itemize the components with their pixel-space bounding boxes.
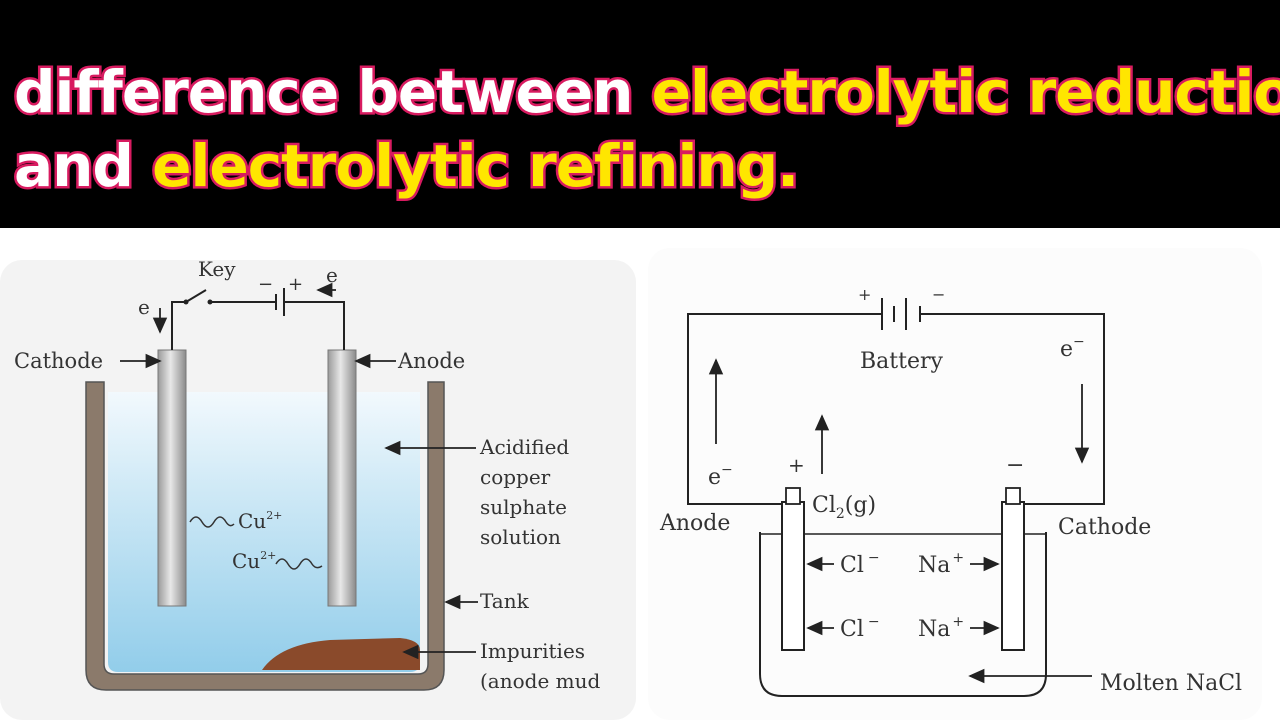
impurities-label-line-2: (anode mud <box>480 669 600 693</box>
chlorine-gas-label: Cl2(g) <box>812 493 876 522</box>
electrolytic-refining-diagram: Key − + e e Cathode Anode Acidified copp… <box>0 232 640 720</box>
chloride-ion-2: Cl− <box>840 614 880 642</box>
ion-wave-2 <box>275 558 323 570</box>
battery-label: Battery <box>860 349 944 374</box>
anode-label: Anode <box>397 349 465 373</box>
tank-label: Tank <box>480 589 530 613</box>
sodium-ion-2: Na+ <box>918 614 964 642</box>
reduction-svg: + − Battery e− e− + − Cl2(g) Anode Catho… <box>648 248 1262 720</box>
circuit-wire-right <box>284 301 345 350</box>
title-yellow-part-2: electrolytic refining. <box>150 130 802 203</box>
anode-electrode <box>781 501 805 651</box>
electrolyte-label: Molten NaCl <box>1100 671 1242 696</box>
battery-minus-sign: − <box>258 274 273 295</box>
title-banner: difference between electrolytic reductio… <box>0 0 1280 228</box>
key-contact-1 <box>183 299 189 305</box>
electron-label-left: e <box>138 295 150 319</box>
title-line-1: difference between electrolytic reductio… <box>12 56 1280 129</box>
circuit-wire-right <box>920 313 1105 505</box>
tank-walls <box>85 381 445 691</box>
solution-label-line-1: Acidified <box>479 435 569 459</box>
refining-svg: Key − + e e Cathode Anode Acidified copp… <box>0 257 636 720</box>
key-label: Key <box>198 257 236 281</box>
title-yellow-part-1: electrolytic reduction <box>649 56 1280 129</box>
solution-label-line-3: sulphate <box>480 495 567 519</box>
electrolytic-reduction-diagram: + − Battery e− e− + − Cl2(g) Anode Catho… <box>648 248 1262 720</box>
circuit-wire-left <box>687 313 882 505</box>
electron-label-left: e− <box>708 462 733 490</box>
battery-plus-sign: + <box>288 274 303 295</box>
key-switch <box>185 289 207 303</box>
anode-rod <box>327 349 357 607</box>
ion-label-1: Cu2+ <box>238 509 282 533</box>
electron-label-right: e− <box>1060 334 1085 362</box>
right-panel-background <box>648 248 1262 720</box>
battery-minus-sign: − <box>932 285 945 304</box>
title-white-part-1: difference between <box>12 56 652 129</box>
title-white-part-2: and <box>11 130 153 203</box>
electrolysis-vessel <box>759 532 1047 697</box>
ion-wave-1 <box>189 516 235 528</box>
cathode-terminal <box>1005 487 1021 505</box>
cathode-label: Cathode <box>14 349 103 373</box>
battery-plus-sign: + <box>858 285 871 304</box>
cathode-sign: − <box>1006 453 1024 478</box>
circuit-wire-left <box>171 301 186 350</box>
cathode-label: Cathode <box>1058 515 1151 540</box>
anode-mud <box>262 638 420 670</box>
solution-label-line-4: solution <box>480 525 561 549</box>
sodium-ion-1: Na+ <box>918 550 964 578</box>
electron-label-top: e <box>326 263 338 287</box>
ion-label-2: Cu2+ <box>232 549 276 573</box>
chloride-ion-1: Cl− <box>840 550 880 578</box>
cathode-rod <box>157 349 187 607</box>
cathode-electrode <box>1001 501 1025 651</box>
anode-terminal <box>785 487 801 505</box>
impurities-label-line-1: Impurities <box>480 639 585 663</box>
solution-label-line-2: copper <box>480 465 551 489</box>
anode-label: Anode <box>659 511 730 536</box>
title-line-2: and electrolytic refining. <box>11 130 802 203</box>
anode-sign: + <box>788 453 805 477</box>
